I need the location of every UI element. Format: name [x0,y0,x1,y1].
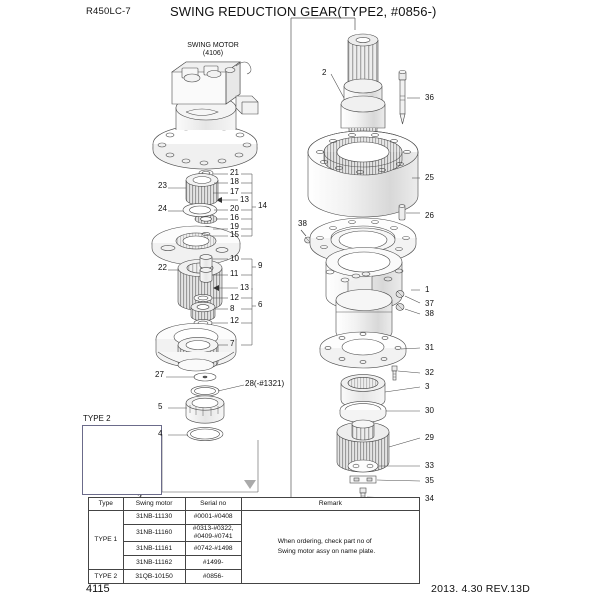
serial-part-1: #0313-#0322, [192,525,234,532]
cell-serial-1: #0313-#0322, #0409-#0741 [184,523,242,543]
cell-motor-1: 31NB-11160 [122,523,186,543]
callout-left-12: 12 [230,293,239,302]
callout-right-33: 33 [425,461,434,470]
callout-right-30: 30 [425,406,434,415]
table-header-row: Type Swing motor Serial no Remark [88,497,421,511]
callout-left-23: 23 [158,181,167,190]
model-code: R450LC-7 [86,6,131,17]
col-serial: Serial no [184,497,242,511]
cell-motor-0: 31NB-11130 [122,510,186,525]
callout-left-12: 12 [230,316,239,325]
remark-line-2: Swing motor assy on name plate. [277,548,376,556]
callout-right-37: 37 [425,299,434,308]
callout-left-4: 4 [158,429,163,438]
callout-left-7: 7 [230,339,235,348]
revision-date: 2013. 4.30 REV.13D [431,583,530,595]
callout-left-14: 14 [258,201,267,210]
table-row: TYPE 1 31NB-11130 #0001-#0408 When order… [88,509,421,585]
col-type: Type [88,497,124,511]
callout-right-31: 31 [425,343,434,352]
callout-left-24: 24 [158,204,167,213]
callout-left-13: 13 [240,283,249,292]
callout-left-15: 15 [230,230,239,239]
swing-motor-label: SWING MOTOR [187,42,239,49]
callout-right-29: 29 [425,433,434,442]
cell-serial-0: #0001-#0408 [184,510,242,525]
cell-type-2: TYPE 2 [88,569,124,585]
col-remark: Remark [240,497,421,511]
callout-left-20: 20 [230,204,239,213]
table-row: 31NB-11160 #0313-#0322, #0409-#0741 [89,523,420,543]
cell-remark: When ordering, check part no of Swing mo… [240,509,421,585]
callout-28: 28(-#1321) [245,379,285,388]
table-row: TYPE 2 31QB-10150 #0856- [88,569,420,585]
callout-right-35: 35 [425,476,434,485]
callout-left-13: 13 [240,195,249,204]
callout-right-38: 38 [425,309,434,318]
callout-left-22: 22 [158,263,167,272]
callout-left-18: 18 [230,177,239,186]
cell-motor-4: 31QB-10150 [122,569,186,585]
callout-left-10: 10 [230,254,239,263]
page-number: 4115 [86,583,110,595]
callout-right-1: 1 [425,285,430,294]
serial-part-2: #0409-#0741 [193,533,233,541]
callout-left-5: 5 [158,402,163,411]
inset-type2-label: TYPE 2 [83,414,111,423]
callout-right-2: 2 [322,68,327,77]
callout-left-19: 19 [230,222,239,231]
callout-right-34: 34 [425,494,434,503]
callout-left-21: 21 [230,168,239,177]
callout-left-27: 27 [155,370,164,379]
callout-right-3: 3 [425,382,430,391]
cell-serial-4: #0856- [184,569,242,585]
page-title: SWING REDUCTION GEAR(TYPE2, #0856-) [170,4,437,19]
cell-type-1: TYPE 1 [88,509,124,571]
cell-motor-2: 31NB-11161 [122,541,186,557]
remark-line-1: When ordering, check part no of [277,538,372,546]
cell-serial-2: #0742-#1498 [184,541,242,557]
swing-motor-table: Type Swing motor Serial no Remark TYPE 1… [88,497,421,585]
callout-left-6: 6 [258,300,263,309]
cell-serial-3: #1499- [184,555,242,571]
callout-right-25: 25 [425,173,434,182]
col-motor: Swing motor [122,497,186,511]
callout-right-32: 32 [425,368,434,377]
callout-left-9: 9 [258,261,263,270]
callout-right-26: 26 [425,211,434,220]
callout-right-36: 36 [425,93,434,102]
cell-motor-3: 31NB-11162 [122,555,186,571]
callout-left-17: 17 [230,187,239,196]
callout-left-11: 11 [230,269,239,278]
type2-inset-box [82,425,162,495]
callout-left-8: 8 [230,304,235,313]
swing-motor-code: (4106) [202,50,224,57]
callout-left-16: 16 [230,213,239,222]
callout-right-38: 38 [298,219,307,228]
